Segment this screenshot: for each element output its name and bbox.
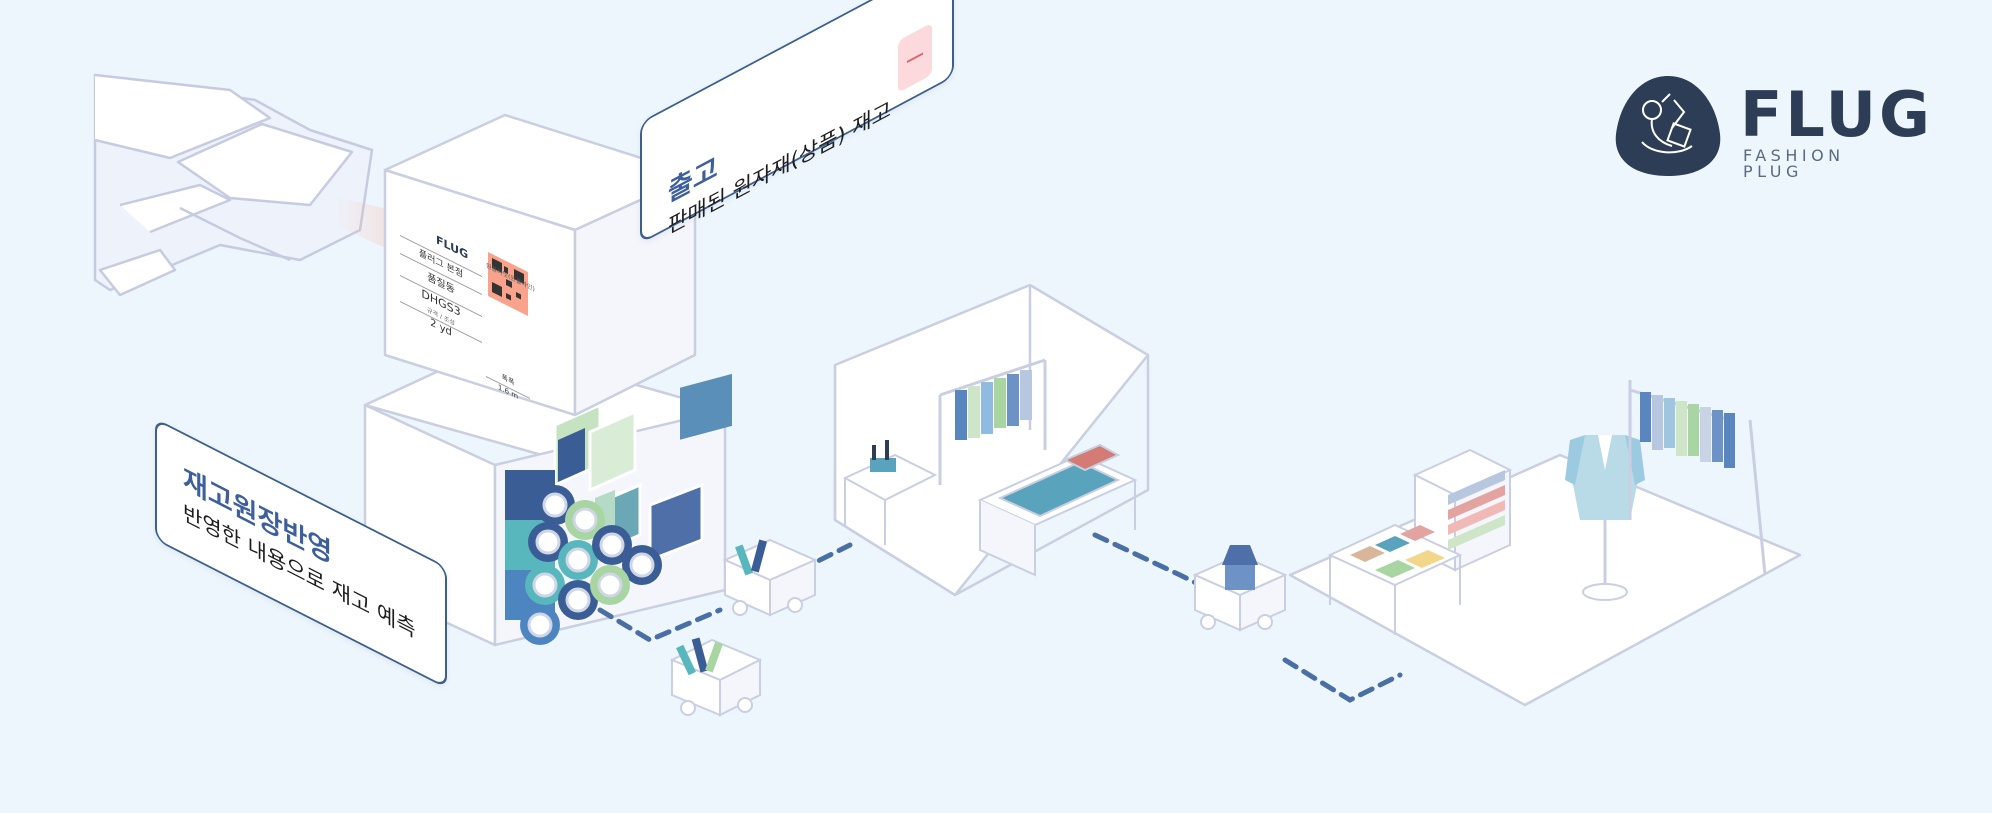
label-box bbox=[383, 113, 697, 417]
flug-logo-icon bbox=[1615, 76, 1721, 176]
flug-logo: FLUG FASHION PLUG bbox=[1612, 70, 1930, 181]
store-clothing-rack bbox=[1628, 380, 1767, 576]
minus-button[interactable] bbox=[898, 22, 932, 93]
hand-scanner-illustration bbox=[93, 73, 374, 297]
logo-wordmark: FLUG bbox=[1740, 78, 1933, 151]
mannequin bbox=[1565, 435, 1645, 601]
jacket-cart bbox=[1192, 545, 1288, 632]
sewing-desk bbox=[842, 440, 938, 545]
cutting-table bbox=[977, 443, 1138, 577]
qr-code-icon bbox=[488, 252, 528, 316]
store-floor bbox=[1288, 453, 1802, 707]
store-shelf bbox=[1412, 448, 1513, 572]
minus-icon bbox=[907, 52, 923, 64]
rolls-cart-1 bbox=[669, 637, 763, 717]
rolls-cart-2 bbox=[722, 538, 818, 617]
logo-tagline: FASHION PLUG bbox=[1743, 146, 1845, 181]
fabric-rolls bbox=[505, 470, 662, 645]
clothing-rack bbox=[938, 358, 1047, 485]
display-table bbox=[1327, 523, 1463, 635]
